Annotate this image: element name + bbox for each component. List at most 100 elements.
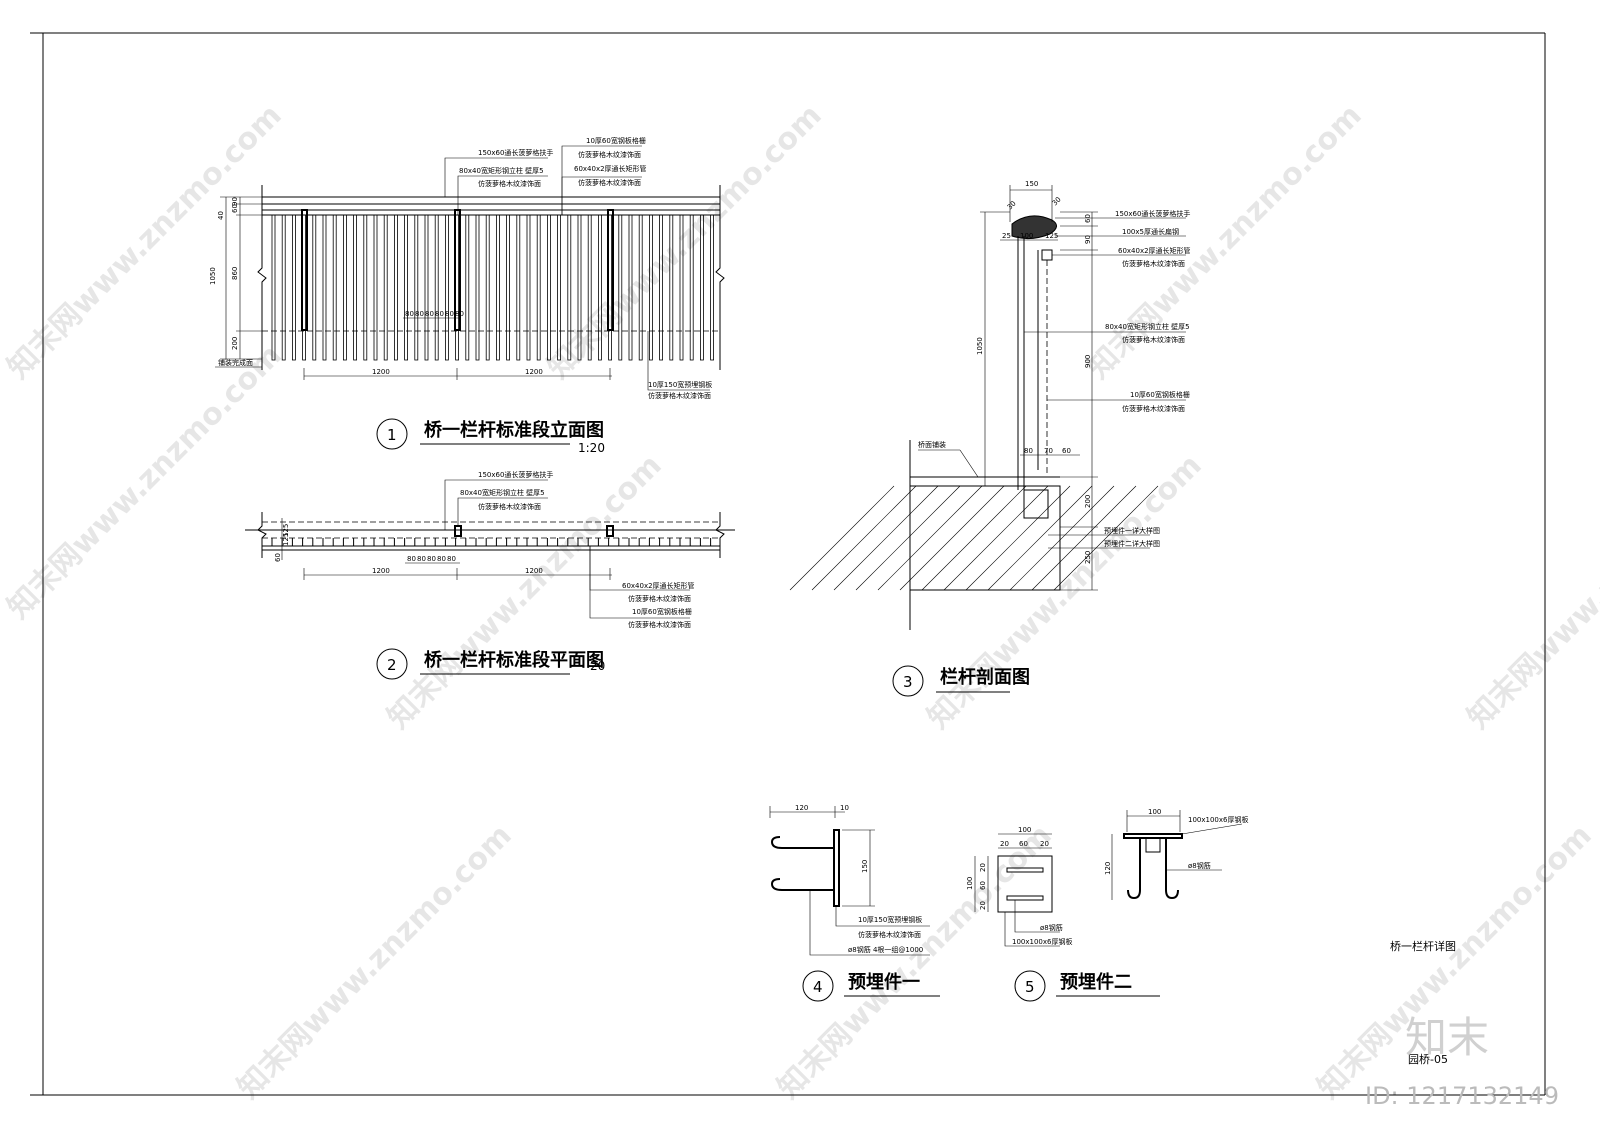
note-label: 10厚60宽钢板格栅: [1130, 390, 1190, 399]
dim-label: 120: [1104, 862, 1112, 875]
watermark-text: 知末网www.znzmo.com: [1, 98, 289, 386]
grille-slat: [383, 214, 388, 361]
note-label: 10厚150宽预埋钢板: [858, 915, 922, 924]
dim-label: 1200: [525, 368, 543, 376]
watermark-text: 知末网www.znzmo.com: [1311, 818, 1599, 1106]
title-scale: 1:20: [578, 441, 605, 455]
steel-post: [301, 209, 308, 331]
title-embed-one: 4 预埋件一: [802, 970, 940, 1002]
grille-slat: [424, 214, 429, 361]
grille-slat: [281, 214, 286, 361]
dim-label: 80: [405, 310, 414, 318]
note-label: 100x100x6厚钢板: [1012, 937, 1072, 946]
grille-slat: [700, 214, 704, 361]
dim-label: 1200: [372, 567, 390, 575]
title-elevation: 1 桥一栏杆标准段立面图 1:20: [376, 418, 605, 455]
dim-label: 125: [282, 533, 290, 546]
dim-label: 80: [455, 310, 464, 318]
note-label: 仿菠萝格木纹漆饰面: [1122, 259, 1185, 268]
steel-plate: [997, 855, 1053, 913]
grille-slat: [679, 214, 684, 361]
dim-label: 80: [437, 555, 446, 563]
hatch-line: [789, 485, 895, 591]
image-id: ID: 1217132149: [1365, 1082, 1559, 1110]
dim-label: 80: [427, 555, 436, 563]
grille-slat: [557, 214, 561, 361]
grille-slat: [373, 214, 378, 361]
dim-label: 125: [1045, 232, 1058, 240]
title-embed-two: 5 预埋件二: [1014, 970, 1160, 1002]
sheet-frame: [30, 32, 1546, 1096]
dim-label: 60: [979, 881, 987, 890]
watermark-text: 知末网www.znzmo.com: [541, 98, 829, 386]
note-label: 仿菠萝格木纹漆饰面: [478, 179, 541, 188]
title-number: 3: [903, 673, 913, 691]
dim-label: 1050: [976, 337, 984, 355]
hatch-line: [965, 485, 1071, 591]
grille-slat: [659, 214, 663, 361]
note-label: 60x40x2厚通长矩形管: [574, 164, 647, 173]
drawing-name: 桥一栏杆详图: [1390, 939, 1456, 953]
dim-label: 100: [1020, 232, 1033, 240]
note-label: 10厚60宽钢板格栅: [632, 607, 692, 616]
dim-label: 100: [1018, 826, 1031, 834]
dim-label: 80: [417, 555, 426, 563]
note-label: 预埋件一详大样图: [1104, 526, 1160, 535]
note-label: 预埋件二详大样图: [1104, 539, 1160, 548]
note-label: 仿菠萝格木纹漆饰面: [1122, 335, 1185, 344]
hatch-line: [921, 485, 1027, 591]
grille-slat: [465, 214, 470, 361]
grille-slat: [506, 214, 511, 361]
railing-elevation-drawing: 40 90 60 1050 860 200 铺装完成面 1200 1200 80…: [209, 136, 725, 400]
railing-plan-drawing: 125 125 60 1200 1200 80 80 80 80 80 150x…: [245, 470, 735, 629]
note-label: 仿菠萝格木纹漆饰面: [648, 391, 711, 400]
title-text: 桥一栏杆标准段立面图: [424, 419, 604, 441]
title-number: 4: [813, 978, 823, 996]
grille-slat: [302, 214, 307, 361]
rect-tube: [1041, 249, 1053, 261]
dim-label: 30: [1051, 195, 1063, 207]
watermark-text: 知末网www.znzmo.com: [1, 338, 289, 626]
dim-label: 80: [425, 310, 434, 318]
railing-section-drawing: 150 30 30 25 100 125 桥面铺装 1050 60: [789, 180, 1191, 630]
hatch-line: [1031, 485, 1137, 591]
title-text: 预埋件一: [848, 971, 920, 993]
title-plan: 2 桥一栏杆标准段平面图 20: [376, 648, 605, 680]
concrete-hatch: [789, 485, 1159, 591]
note-label: ø8钢筋: [1188, 861, 1211, 870]
dim-label: 1200: [525, 567, 543, 575]
grille-slat: [312, 214, 317, 361]
steel-post: [454, 525, 462, 537]
dim-label: 860: [231, 267, 239, 280]
note-label: ø8钢筋 4根一组@1000: [848, 945, 923, 954]
embed-part-two-drawing: 100 20 60 20 100 20 60 20 ø8钢筋 100x100x6…: [966, 808, 1248, 947]
grille-slat: [271, 214, 276, 361]
hatch-line: [1053, 485, 1159, 591]
steel-post: [607, 209, 614, 331]
embed-plate: [833, 829, 840, 907]
grille-slat: [649, 214, 653, 361]
grille-slat: [444, 214, 449, 361]
grille-slat: [618, 214, 623, 361]
grille-slat: [332, 214, 337, 361]
grille-slat: [485, 214, 490, 361]
steel-post: [454, 209, 461, 331]
note-label: 仿菠萝格木纹漆饰面: [478, 502, 541, 511]
hatch-line: [811, 485, 917, 591]
grille-slat: [434, 214, 439, 361]
dim-label: 80: [447, 555, 456, 563]
note-label: 80x40宽矩形钢立柱 壁厚5: [1105, 322, 1190, 331]
grille-slat: [669, 214, 674, 361]
dim-label: 25: [1002, 232, 1011, 240]
note-label: 80x40宽矩形钢立柱 壁厚5: [459, 166, 544, 175]
dim-label: 80: [1024, 447, 1033, 455]
grille-slat: [577, 214, 582, 361]
watermark-text: 知末网www.znzmo.com: [231, 818, 519, 1106]
watermark-text: 知末网www.znzmo.com: [771, 818, 1059, 1106]
grille-slat: [353, 214, 358, 361]
dim-label: 20: [1040, 840, 1049, 848]
watermark-text: 知末网www.znzmo.com: [1461, 448, 1600, 736]
grille-slat: [475, 214, 480, 361]
note-label: 10厚60宽钢板格栅: [586, 136, 646, 145]
steel-plate: [1123, 833, 1183, 839]
